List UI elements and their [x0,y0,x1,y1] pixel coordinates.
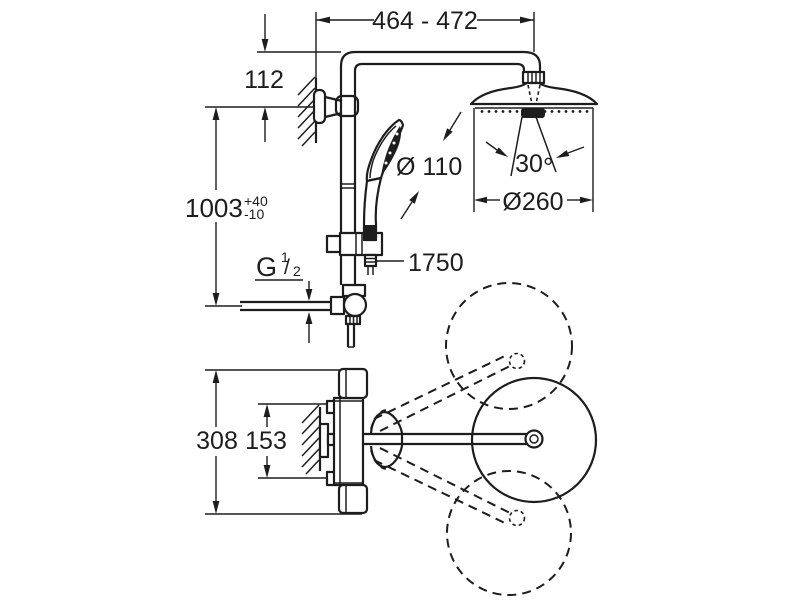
dim-hose-length: 1750 [377,249,464,277]
ball-joint-line [527,84,533,105]
hand-shower-handle [362,176,383,242]
hose-length-label: 1750 [408,249,464,277]
arm-escutcheon [369,410,404,469]
spray-angle-label: 30 [515,150,543,178]
riser-height-label: 1003 [185,193,243,223]
elbow-ball [342,292,368,318]
head-dome [469,81,599,106]
valve-body [332,396,365,487]
spray-angle-line [510,116,523,177]
swivel-arm-down [373,459,510,526]
thread-denominator: 2 [293,263,301,279]
inlet-fitting [329,295,346,316]
hand-shower [362,118,405,275]
thread-size-label: G 1 / 2 [255,249,313,343]
thermostat-valve [325,367,369,515]
head-position-circle [470,376,598,504]
body-height-label: 308 [196,427,238,455]
hose-connector [363,253,378,268]
top-width-label: 464 - 472 [372,7,478,35]
wall-hatching-top [297,76,316,147]
thread-slash: / [284,256,290,279]
swivel-range [370,282,598,596]
wall-offset-label: 112 [244,66,284,94]
riser-pipe [339,50,542,285]
hand-shower-diameter-label: Ø 110 [396,153,462,181]
thread-g: G [256,252,277,282]
swivel-arm-up [373,353,510,420]
swivel-arm [363,410,544,469]
dim-body-height: 308 [196,369,362,515]
riser-tol-plus: +40 [244,193,268,209]
dim-spray-angle: 30 ° [485,141,585,182]
wall-mount-top [297,76,360,147]
thread-numerator: 1 [281,249,289,265]
dim-head-diameter: Ø260 [473,108,594,216]
swivel-arm-down-endcap [508,509,526,527]
wall-mount-bottom [301,404,336,475]
swivel-circle-up [445,282,573,410]
dim-wall-offset: 112 [205,14,341,142]
dim-hand-shower-diameter: Ø 110 [396,111,462,220]
degree-symbol: ° [543,152,553,182]
wall-hatching-bottom [301,404,320,475]
head-diameter-label: Ø260 [502,188,563,216]
head-hub [521,108,545,118]
wall-flange [312,88,327,125]
swivel-circle-down [446,470,572,596]
riser-tol-minus: -10 [244,206,264,222]
swivel-arm-up-endcap [508,352,526,370]
dim-top-width: 464 - 472 [315,7,535,78]
holder-knob [325,234,342,254]
handle-grip-end [364,225,376,241]
supply-elbow [240,283,368,348]
arm-end-cap [524,429,544,449]
head-connector-nut [521,70,546,85]
head-shower [469,70,599,177]
dim-port-spacing: 153 [245,403,330,479]
wall-plate [318,422,330,459]
port-spacing-label: 153 [245,427,287,455]
dim-riser-height: 1003 +40 -10 [185,107,268,307]
valve-knob-top [337,367,369,400]
valve-knob-bottom [337,483,369,515]
spray-angle-line [535,116,557,173]
